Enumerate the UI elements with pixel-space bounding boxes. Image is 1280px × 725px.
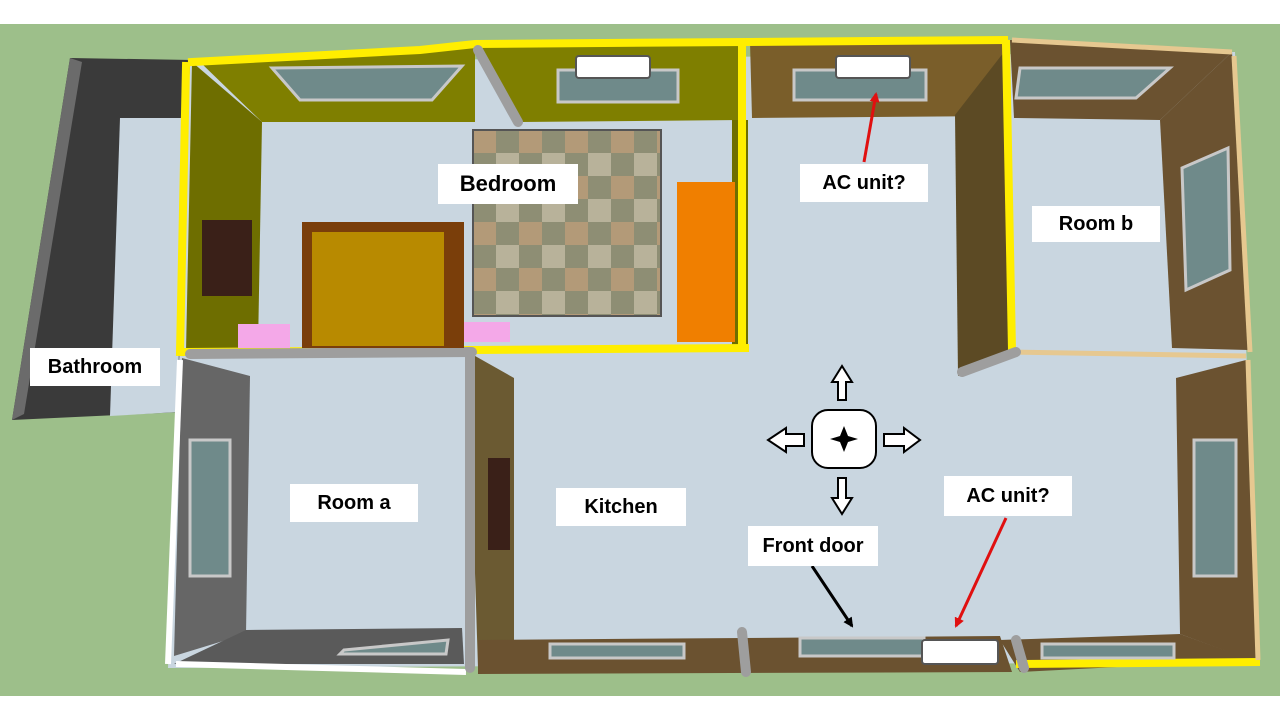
tan-wall-tops: [1009, 37, 1261, 661]
arrow-down-icon: [830, 477, 854, 516]
bedroom-furniture: [238, 129, 735, 348]
door-panel: [488, 458, 510, 550]
windows: [188, 64, 1238, 660]
arrow-right-icon: [883, 426, 922, 454]
arrow-up-icon: [830, 364, 854, 401]
label-front-door: Front door: [748, 526, 878, 566]
label-ac-unit-bottom: AC unit?: [944, 476, 1072, 516]
label-bathroom: Bathroom: [30, 348, 160, 386]
label-room-a: Room a: [290, 484, 418, 522]
compass-icon: [766, 364, 922, 516]
arrow-left-icon: [766, 426, 805, 454]
ac-pointer-arrow-top: [862, 92, 880, 163]
label-ac-unit-top: AC unit?: [800, 164, 928, 202]
ac-units: [575, 55, 999, 665]
label-bedroom: Bedroom: [438, 164, 578, 204]
label-kitchen: Kitchen: [556, 488, 686, 526]
label-room-b: Room b: [1032, 206, 1160, 242]
bathroom-area: [12, 58, 192, 420]
partition-walls: [185, 45, 1029, 677]
white-wall-tops: [165, 359, 467, 675]
front-door-pointer-arrow: [810, 565, 854, 628]
house-floor: [168, 52, 1258, 668]
ac-pointer-arrow-bottom: [954, 517, 1008, 628]
